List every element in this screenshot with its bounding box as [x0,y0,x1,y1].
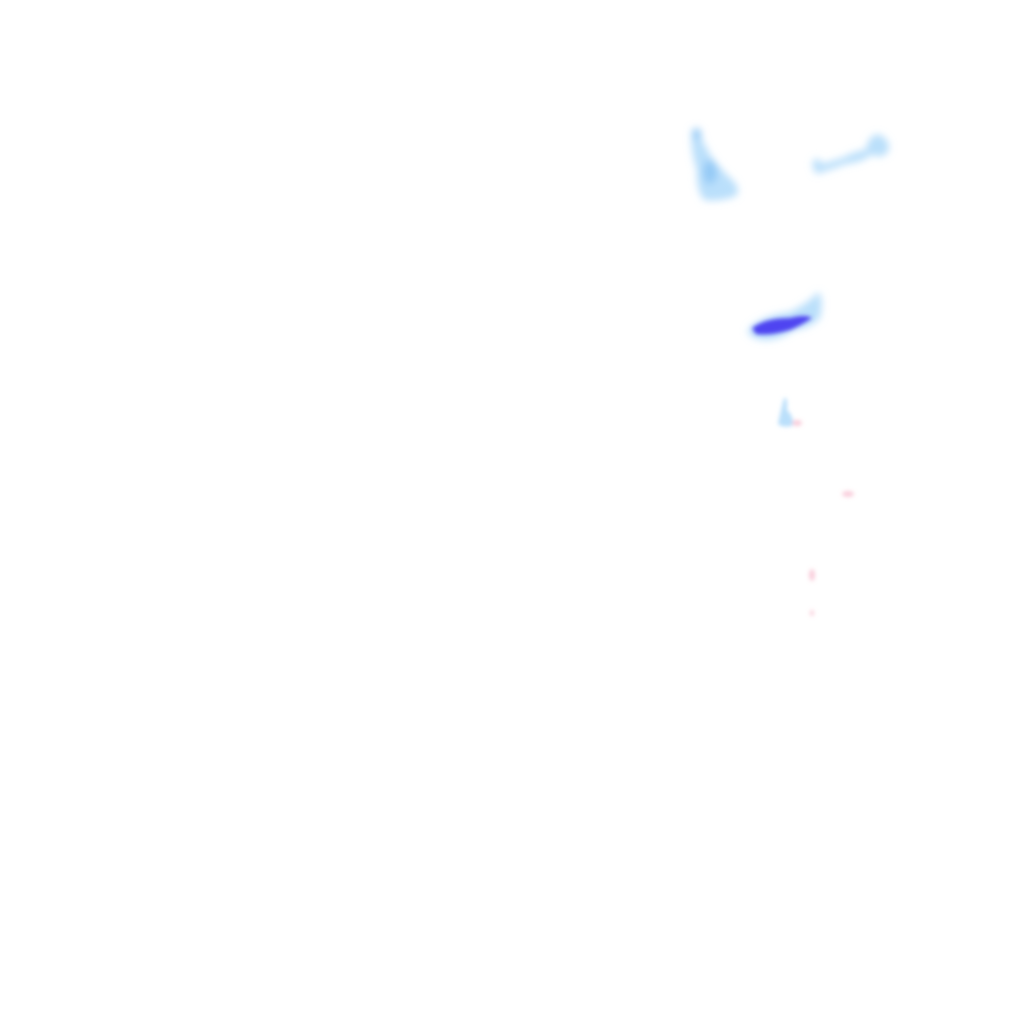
cell-central [748,292,822,340]
precip-mixed [810,610,814,616]
cell-northwest [691,128,738,201]
precip-light [778,397,793,427]
precip-medium [703,160,717,184]
precip-medium [693,128,701,140]
precip-mixed [809,569,815,581]
precip-heavy [752,316,812,335]
precip-light [812,134,889,174]
precip-mixed [792,420,802,426]
cell-northeast [812,134,889,174]
precip-mixed [842,491,854,497]
cell-small [778,397,854,616]
